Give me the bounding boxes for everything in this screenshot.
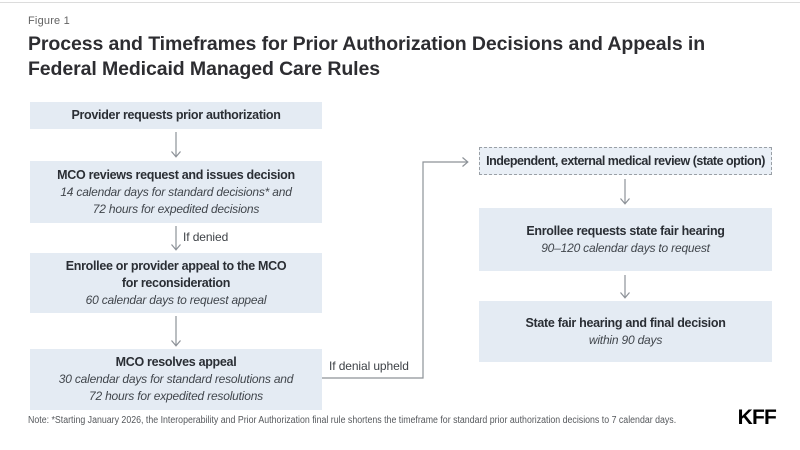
- arrow-down-1-head: [171, 151, 181, 158]
- box-heading: Provider requests prior authorization: [71, 108, 281, 122]
- box-heading-line-1: Enrollee or provider appeal to the MCO: [65, 258, 287, 273]
- arrow-down-2-head: [171, 244, 181, 251]
- edge-label-if-denial-upheld: If denial upheld: [329, 359, 409, 373]
- box-heading: MCO resolves appeal: [115, 355, 237, 369]
- arrow-down-4-head: [620, 198, 630, 205]
- connector-denial-upheld-head: [462, 157, 469, 167]
- arrow-down-3-head: [171, 340, 181, 347]
- box-mco-reviews-request: MCO reviews request and issues decision …: [30, 161, 322, 223]
- footnote: Note: *Starting January 2026, the Intero…: [28, 415, 677, 426]
- figure-title-line-2: Federal Medicaid Managed Care Rules: [28, 58, 380, 80]
- figure-label: Figure 1: [28, 15, 70, 27]
- box-detail-line-2: 72 hours for expedited resolutions: [89, 389, 263, 403]
- box-provider-requests-prior-auth: Provider requests prior authorization: [30, 102, 322, 129]
- box-state-fair-hearing-decision: State fair hearing and final decision wi…: [479, 301, 772, 362]
- kff-logo: KFF: [737, 406, 777, 429]
- connector-denial-upheld: [322, 161, 467, 379]
- box-independent-external-review: Independent, external medical review (st…: [479, 147, 772, 175]
- box-heading: MCO reviews request and issues decision: [57, 167, 295, 182]
- box-heading: State fair hearing and final decision: [525, 315, 726, 330]
- top-divider-rule: [0, 2, 800, 3]
- box-detail-line-2: 72 hours for expedited decisions: [92, 201, 260, 216]
- box-detail-line-1: 60 calendar days to request appeal: [85, 292, 267, 307]
- box-heading-line-2: for reconsideration: [121, 275, 231, 290]
- box-detail-line-1: 14 calendar days for standard decisions*…: [60, 184, 292, 199]
- box-heading: Independent, external medical review (st…: [486, 153, 765, 168]
- figure-title-line-1: Process and Timeframes for Prior Authori…: [28, 33, 706, 55]
- box-detail-line-1: 30 calendar days for standard resolution…: [58, 372, 294, 386]
- edge-label-if-denied: If denied: [183, 230, 229, 244]
- arrow-down-5-head: [620, 292, 630, 299]
- box-enrollee-provider-appeal: Enrollee or provider appeal to the MCO f…: [30, 253, 322, 313]
- box-heading: Enrollee requests state fair hearing: [526, 223, 725, 238]
- box-detail-line-1: 90–120 calendar days to request: [541, 240, 710, 255]
- figure-title: Process and Timeframes for Prior Authori…: [28, 32, 778, 82]
- box-mco-resolves-appeal: MCO resolves appeal 30 calendar days for…: [30, 349, 322, 410]
- box-detail-line-1: within 90 days: [588, 332, 663, 347]
- box-enrollee-requests-fair-hearing: Enrollee requests state fair hearing 90–…: [479, 208, 772, 271]
